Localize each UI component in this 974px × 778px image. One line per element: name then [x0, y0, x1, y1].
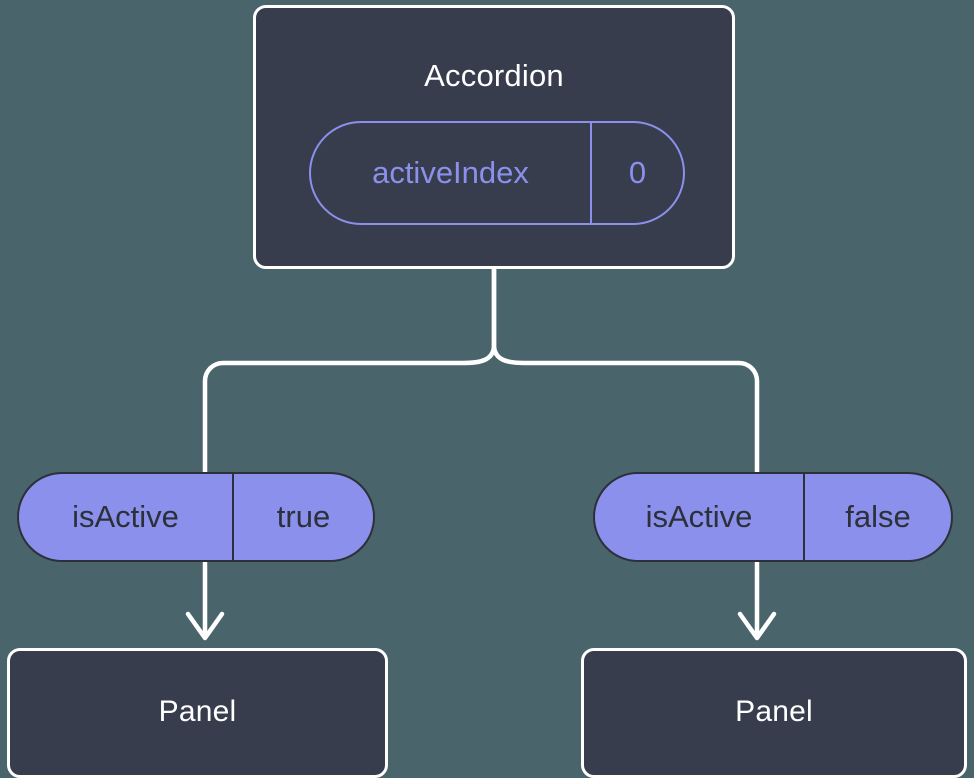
panel-component-node-left[interactable]: Panel — [7, 648, 388, 778]
activeindex-state-value: 0 — [628, 155, 647, 190]
activeindex-state-pill[interactable]: activeIndex 0 — [309, 121, 685, 225]
isactive-prop-pill-right[interactable]: isActive false — [593, 472, 953, 562]
activeindex-state-key: activeIndex — [311, 123, 592, 223]
panel-node-title-left: Panel — [158, 695, 237, 728]
panel-component-node-right[interactable]: Panel — [581, 648, 967, 778]
isactive-prop-key-left: isActive — [19, 474, 234, 560]
accordion-component-node[interactable]: Accordion activeIndex 0 — [253, 5, 735, 269]
isactive-prop-key-right: isActive — [595, 474, 805, 560]
isactive-prop-pill-left[interactable]: isActive true — [17, 472, 375, 562]
arrow-head-right-icon — [737, 611, 777, 641]
isactive-prop-value-left: true — [276, 499, 331, 534]
isactive-prop-value-right: false — [845, 499, 911, 534]
arrow-head-left-icon — [185, 611, 225, 641]
fork-connector-path — [202, 266, 497, 475]
fork-connector-path-right — [491, 266, 760, 475]
accordion-node-title: Accordion — [424, 58, 564, 93]
panel-node-title-right: Panel — [735, 695, 813, 728]
